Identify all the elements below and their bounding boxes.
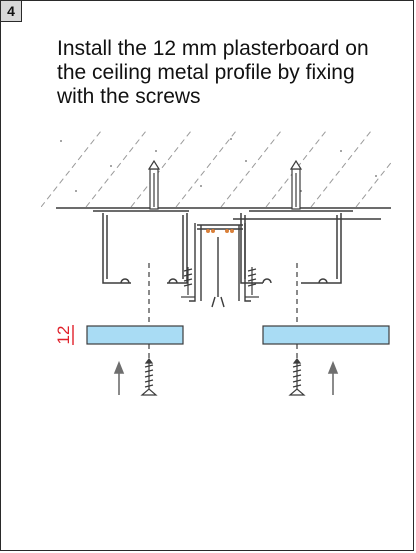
step-number-badge: 4 (1, 1, 22, 22)
right-anchor (289, 159, 303, 210)
arrow-up-left-icon (113, 360, 125, 395)
screw-left-icon (140, 358, 158, 396)
plasterboard-left (86, 325, 184, 345)
dimension-marker: 12 (54, 325, 74, 345)
arrow-up-right-icon (327, 360, 339, 395)
profile-screw-right (245, 267, 259, 298)
guide-lines (148, 263, 298, 363)
screw-right-icon (288, 358, 306, 396)
left-anchor (147, 159, 161, 210)
plasterboard-right (262, 325, 390, 345)
connector-dots (206, 229, 234, 233)
center-joint-channel (189, 218, 381, 308)
left-metal-profile (93, 210, 189, 284)
ceiling-slab (41, 130, 391, 207)
instruction-text: Install the 12 mm plasterboard on the ce… (57, 37, 369, 108)
dimension-label: 12 (54, 326, 73, 345)
profile-screw-left (181, 267, 195, 298)
